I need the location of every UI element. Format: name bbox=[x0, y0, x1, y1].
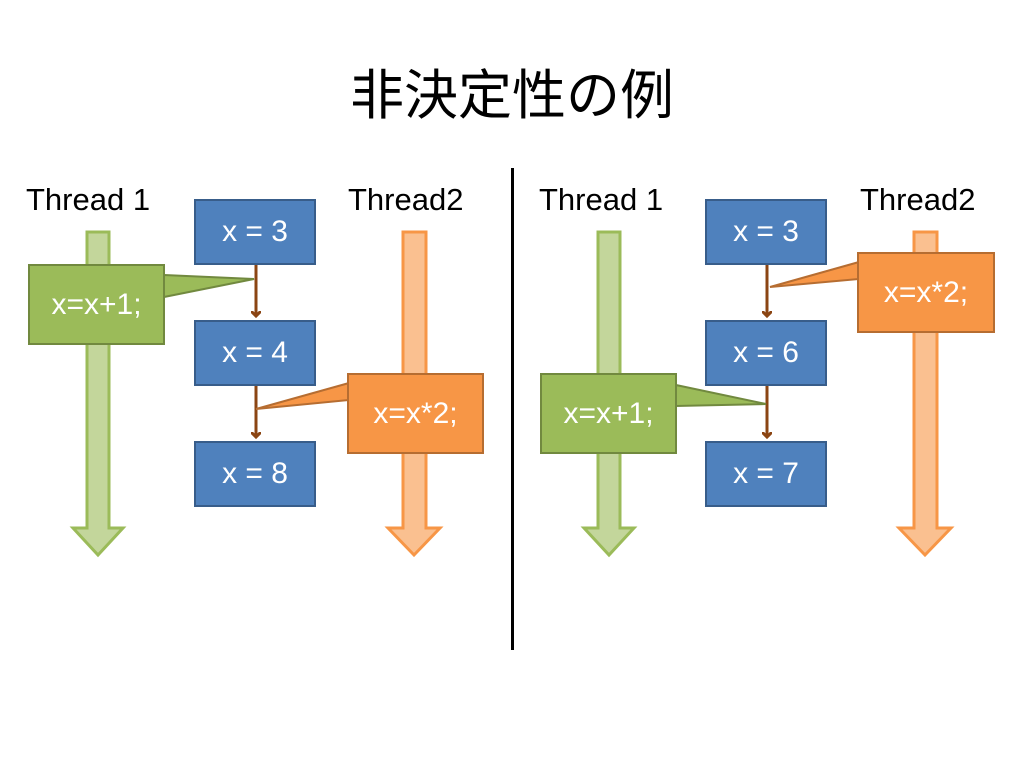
right-thread2-label: Thread2 bbox=[860, 182, 976, 217]
right-thread1-op-callout: x=x+1; bbox=[540, 373, 677, 454]
left-thread2-label: Thread2 bbox=[348, 182, 464, 217]
left-state-box-3: x = 8 bbox=[194, 441, 316, 507]
right-state-box-1: x = 3 bbox=[705, 199, 827, 265]
right-state-box-2: x = 6 bbox=[705, 320, 827, 386]
left-thread1-label: Thread 1 bbox=[26, 182, 151, 217]
left-thread1-op-callout: x=x+1; bbox=[28, 264, 165, 345]
left-thread1-callout-tail bbox=[163, 273, 255, 299]
slide-title: 非決定性の例 bbox=[350, 64, 674, 127]
right-thread2-op-callout: x=x*2; bbox=[857, 252, 995, 333]
right-thread1-label: Thread 1 bbox=[539, 182, 664, 217]
scenario-divider bbox=[511, 168, 514, 650]
left-state-box-2: x = 4 bbox=[194, 320, 316, 386]
left-thread2-callout-tail bbox=[255, 381, 350, 410]
right-thread1-callout-tail bbox=[675, 383, 767, 408]
left-thread2-op-callout: x=x*2; bbox=[347, 373, 484, 454]
right-state-box-3: x = 7 bbox=[705, 441, 827, 507]
left-state-box-1: x = 3 bbox=[194, 199, 316, 265]
right-thread2-callout-tail bbox=[769, 260, 860, 288]
